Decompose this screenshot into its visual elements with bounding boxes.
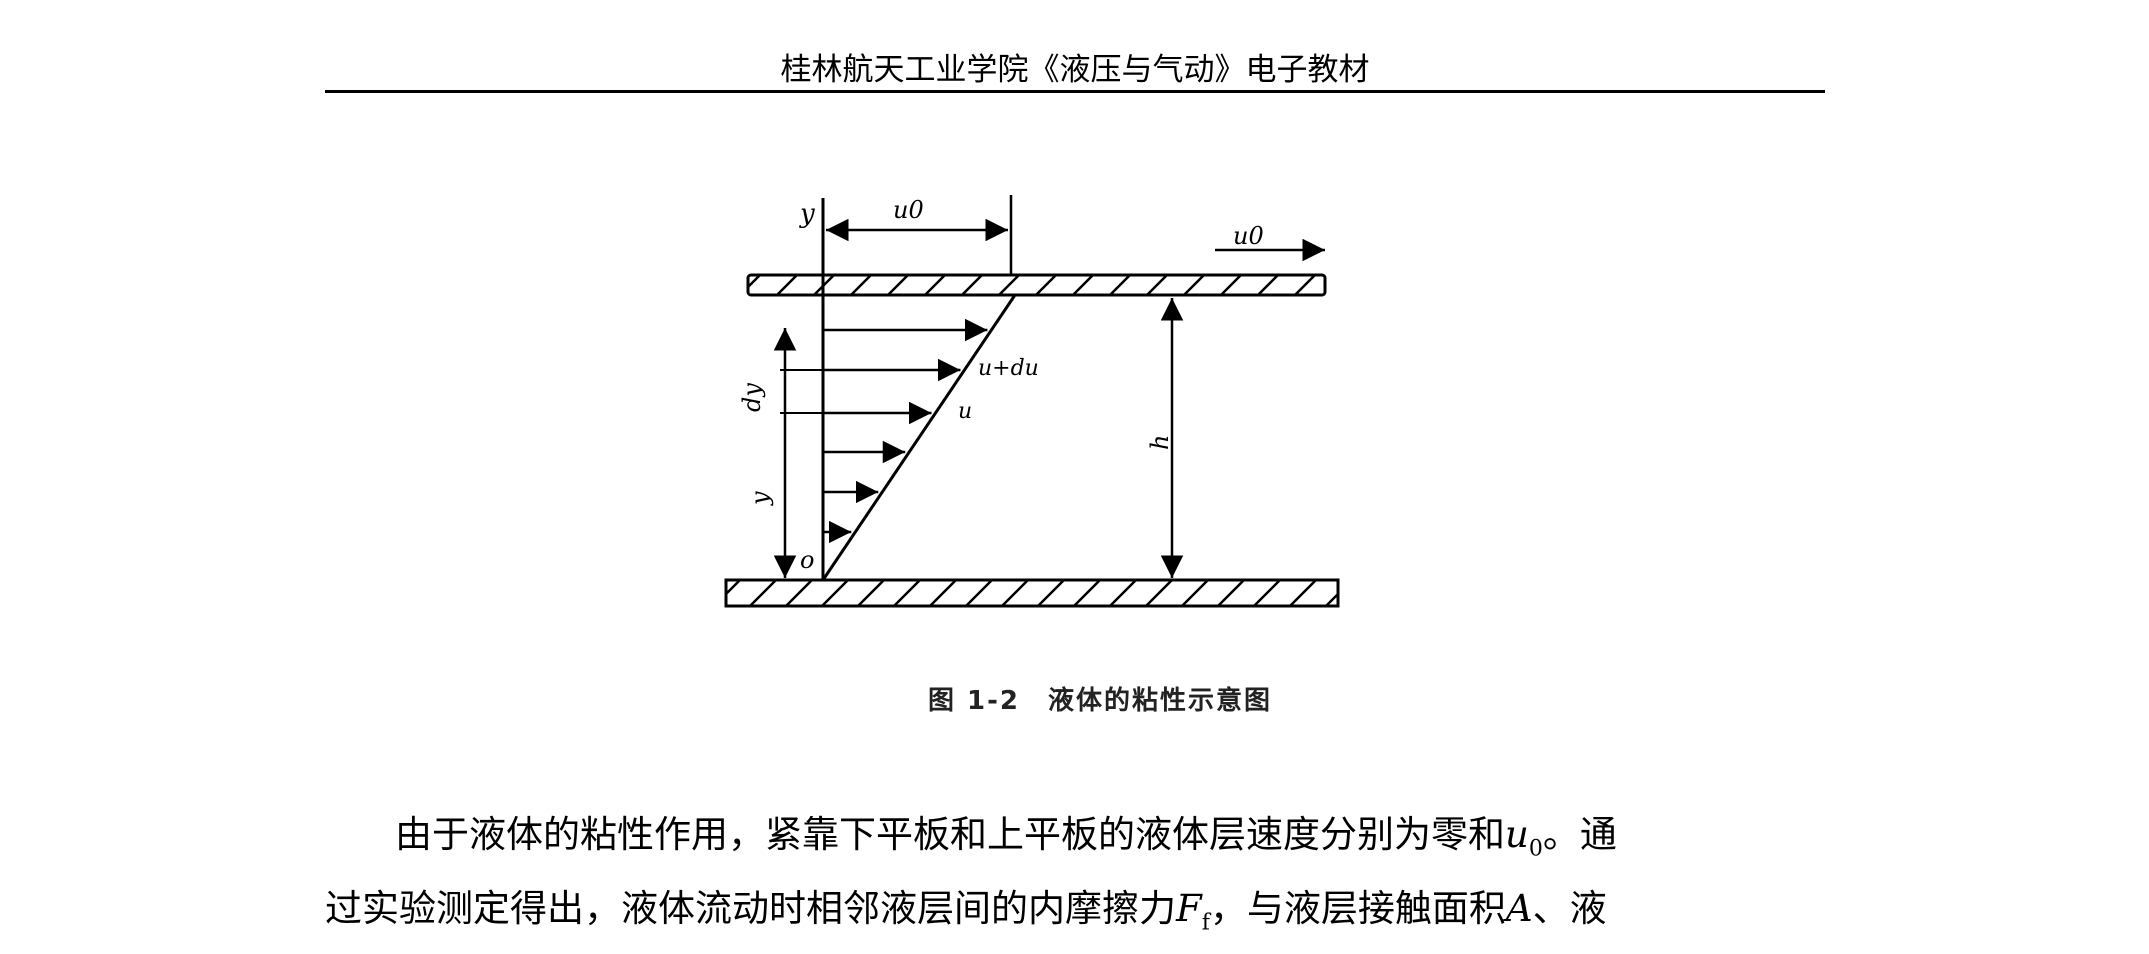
- u0-label-arrow: u0: [1233, 222, 1264, 250]
- origin-label: o: [800, 546, 814, 574]
- hatch-line: [887, 275, 909, 295]
- bottom-plate: [724, 578, 1340, 608]
- u-label: u: [958, 399, 972, 424]
- y-dimension-label: y: [746, 491, 774, 506]
- hatch-line: [1035, 275, 1057, 295]
- viscosity-figure: y u0 u0 u+du u y dy h o: [724, 195, 1352, 608]
- hatch-line: [1325, 592, 1338, 606]
- dy-label: dy: [738, 383, 766, 412]
- hatch-line: [1073, 580, 1101, 606]
- velocity-profile: [821, 294, 1017, 581]
- hatch-line: [1037, 580, 1065, 606]
- hatch-line: [821, 580, 849, 606]
- hatch-line: [1001, 580, 1029, 606]
- hatch-line: [1294, 275, 1316, 295]
- hatch-line: [1145, 580, 1173, 606]
- hatch-line: [1332, 275, 1352, 295]
- body-line-2: 过实验测定得出，液体流动时相邻液层间的内摩擦力Ff，与液层接触面积A、液: [325, 887, 1607, 936]
- hatch-line: [785, 580, 813, 606]
- u0-label-top: u0: [893, 196, 924, 224]
- hatch-line: [1220, 275, 1242, 295]
- hatch-line: [965, 580, 993, 606]
- body-line-1: 由于液体的粘性作用，紧靠下平板和上平板的液体层速度分别为零和u0。通: [395, 813, 1617, 862]
- hatch-line: [748, 275, 761, 289]
- hatch-line: [1109, 580, 1137, 606]
- hatch-line: [929, 580, 957, 606]
- caption-text: 液体的粘性示意图: [1048, 686, 1273, 716]
- hatch-line: [1217, 580, 1245, 606]
- header-rule: [325, 90, 1825, 93]
- hatch-line: [1109, 275, 1131, 295]
- document-page: 桂林航天工业学院《液压与气动》电子教材 y u0 u0: [325, 52, 1825, 936]
- hatch-line: [1257, 275, 1279, 295]
- body-paragraph: 由于液体的粘性作用，紧靠下平板和上平板的液体层速度分别为零和u0。通 过实验测定…: [325, 805, 1825, 954]
- top-plate: [746, 273, 1352, 297]
- hatch-line: [850, 275, 872, 295]
- hatch-line: [1183, 275, 1205, 295]
- hatch-line: [726, 580, 741, 596]
- hatch-line: [749, 580, 777, 606]
- hatch-line: [776, 275, 798, 295]
- hatch-line: [893, 580, 921, 606]
- h-label: h: [1146, 435, 1174, 450]
- y-axis-label: y: [799, 199, 815, 229]
- hatch-line: [998, 275, 1020, 295]
- hatch-line: [1289, 580, 1317, 606]
- hatch-line: [1146, 275, 1168, 295]
- u-plus-du-label: u+du: [978, 356, 1039, 381]
- hatch-line: [1253, 580, 1281, 606]
- hatch-line: [924, 275, 946, 295]
- hatch-line: [857, 580, 885, 606]
- header-title: 桂林航天工业学院《液压与气动》电子教材: [780, 52, 1370, 88]
- figure-caption: 图 1-2 液体的粘性示意图: [700, 680, 1500, 717]
- caption-number: 图 1-2: [927, 686, 1020, 716]
- velocity-arrows: [823, 318, 988, 544]
- hatch-line: [1072, 275, 1094, 295]
- hatch-line: [1181, 580, 1209, 606]
- hatch-line: [961, 275, 983, 295]
